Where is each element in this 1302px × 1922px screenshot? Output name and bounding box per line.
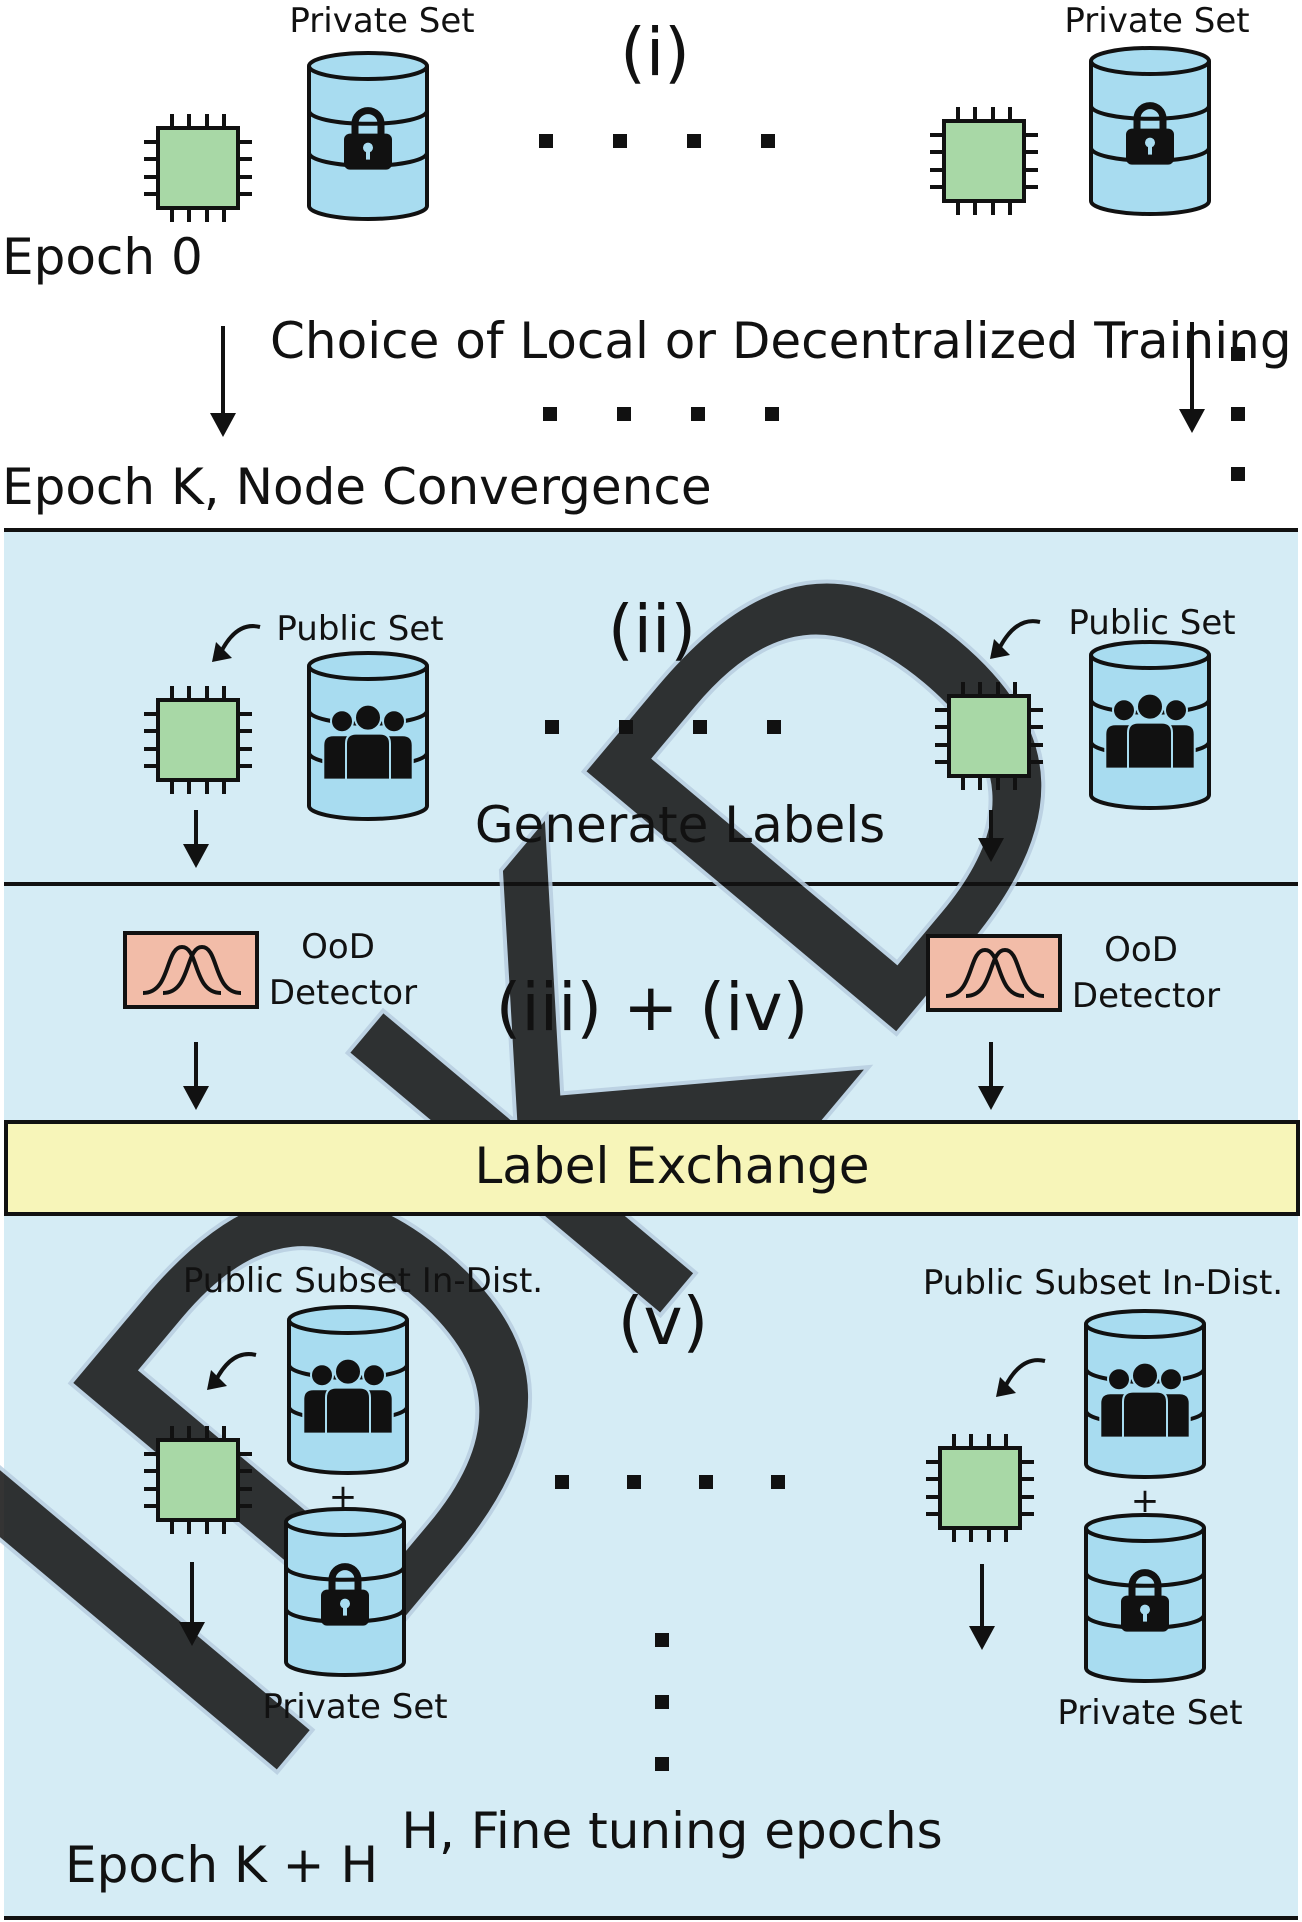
chip-icon: [144, 686, 252, 794]
step-v: (v): [618, 1283, 709, 1360]
step-i: (i): [620, 14, 690, 91]
gaussian-curves-icon: [123, 931, 259, 1009]
chip-icon: [144, 1426, 252, 1534]
chip-icon: [935, 682, 1043, 790]
ood-right-line2: Detector: [1072, 976, 1220, 1016]
ellipsis-dots: [543, 407, 779, 421]
fine-tuning-label: H, Fine tuning epochs: [401, 1802, 942, 1860]
database-lock-icon: [307, 51, 429, 221]
gaussian-curves-icon: [926, 934, 1062, 1012]
epoch-k-label: Epoch K, Node Convergence: [2, 458, 712, 516]
arrow-down-icon: [210, 326, 236, 437]
database-lock-icon: [1089, 46, 1211, 216]
people-icon: [322, 703, 414, 781]
ood-right-line1: OoD: [1104, 930, 1178, 970]
epoch-kh-label: Epoch K + H: [65, 1836, 378, 1894]
arrow-down-icon: [183, 1042, 209, 1110]
public-subset-label-left: Public Subset In-Dist.: [183, 1261, 543, 1301]
database-lock-icon: [284, 1507, 406, 1677]
people-icon: [1099, 1361, 1191, 1439]
arrow-down-icon: [978, 1042, 1004, 1110]
public-set-label-left: Public Set: [276, 609, 443, 649]
people-icon: [302, 1357, 394, 1435]
curved-arrow-icon: [207, 1352, 257, 1390]
panel-stage-3-5: [4, 884, 1298, 1918]
ellipsis-dots: [539, 134, 775, 148]
ellipsis-dots: [545, 720, 781, 734]
database-people-icon: [307, 651, 429, 821]
label-exchange-bar: [4, 1120, 1300, 1216]
curved-arrow-icon: [990, 619, 1041, 659]
lock-icon: [1126, 102, 1174, 165]
database-people-icon: [1089, 640, 1211, 810]
database-people-icon: [287, 1305, 409, 1475]
generate-labels-label: Generate Labels: [475, 796, 885, 854]
public-set-label-right: Public Set: [1068, 603, 1235, 643]
private-set-label-right: Private Set: [1064, 1, 1249, 41]
chip-icon: [144, 114, 252, 222]
chip-icon: [926, 1434, 1034, 1542]
label-exchange-text: Label Exchange: [474, 1137, 869, 1195]
step-ii: (ii): [608, 591, 696, 668]
arrow-down-icon: [183, 810, 209, 868]
epoch-0-label: Epoch 0: [2, 228, 203, 286]
ellipsis-dots-vertical: [1231, 347, 1245, 481]
ellipsis-dots-vertical: [655, 1633, 669, 1771]
database-people-icon: [1084, 1309, 1206, 1479]
arrow-down-icon: [978, 810, 1004, 862]
step-iii-iv: (iii) + (iv): [496, 969, 809, 1046]
private-set-label-bottom-right: Private Set: [1057, 1693, 1242, 1733]
ellipsis-dots: [555, 1475, 785, 1489]
ood-left-line2: Detector: [269, 973, 417, 1013]
public-subset-label-right: Public Subset In-Dist.: [923, 1263, 1283, 1303]
ood-left-line1: OoD: [301, 927, 375, 967]
arrow-down-icon: [969, 1564, 995, 1650]
people-icon: [1104, 692, 1196, 770]
training-choice-label: Choice of Local or Decentralized Trainin…: [270, 312, 1292, 370]
database-lock-icon: [1084, 1513, 1206, 1683]
arrow-down-icon: [179, 1562, 205, 1646]
arrow-down-icon: [1179, 322, 1205, 433]
lock-icon: [344, 107, 392, 170]
curved-arrow-icon: [996, 1358, 1046, 1397]
lock-icon: [1121, 1569, 1169, 1632]
curved-arrow-icon: [212, 624, 261, 662]
lock-icon: [321, 1563, 369, 1626]
private-set-label-bottom-left: Private Set: [262, 1687, 447, 1727]
chip-icon: [930, 107, 1038, 215]
private-set-label-left: Private Set: [289, 1, 474, 41]
